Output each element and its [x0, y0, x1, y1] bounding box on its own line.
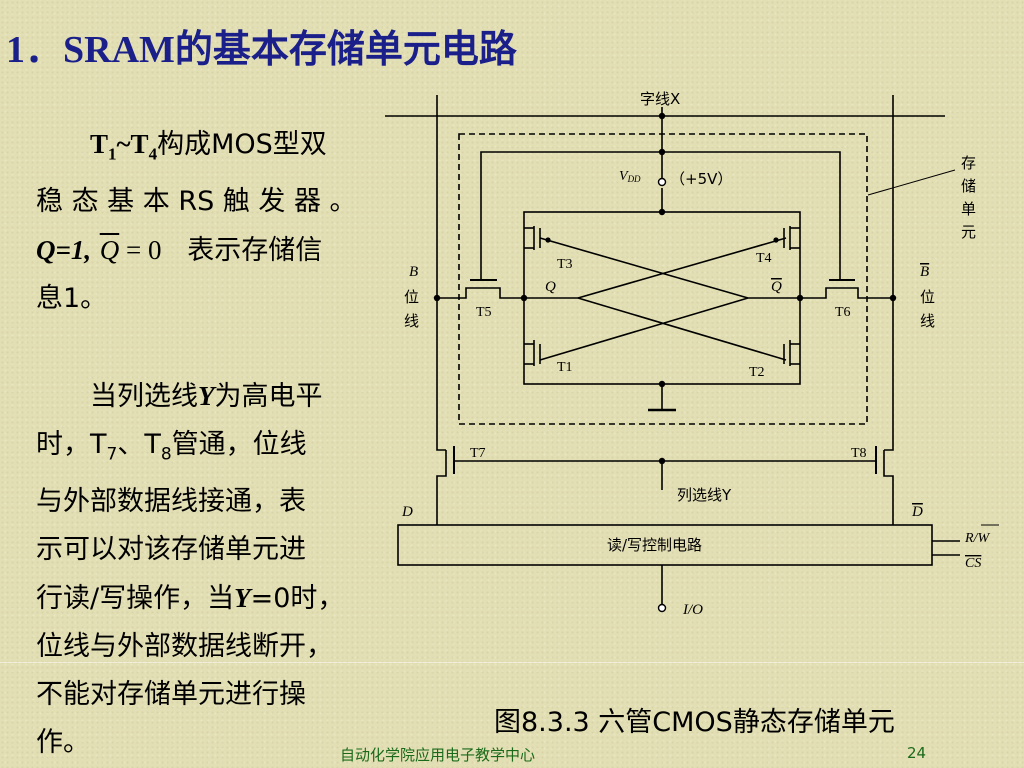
bit-line-bbar-char-2: 线 [920, 312, 935, 330]
pass-gate-wires [480, 151, 841, 279]
vdd-terminal [657, 177, 667, 187]
rw-signal-label: R/W [964, 531, 990, 546]
vdd-label: VDD [619, 169, 641, 184]
p2-line-4: 示可以对该存储单元进 [36, 534, 306, 566]
lower-divider [0, 662, 1024, 663]
storage-cell-box [458, 133, 868, 425]
t1-label: T1 [557, 360, 573, 375]
paragraph-1: T1~T4构成MOS型双 稳 态 基 本 RS 触 发 器 。 Q=1, Q =… [36, 120, 408, 323]
p2-line-6: 位线与外部数据线断开， [36, 631, 333, 663]
qbar-label: Q [771, 279, 782, 295]
page-number: 24 [907, 744, 927, 762]
bit-line-bbar [884, 95, 894, 451]
storage-cell-char-1: 存 [961, 154, 976, 172]
t8-label: T8 [851, 446, 867, 461]
p1-line-1: T1~T4构成MOS型双 [90, 129, 327, 164]
t5-label: T5 [476, 305, 492, 320]
bit-line-bbar-label: B [920, 264, 929, 280]
cross-wire-3 [539, 237, 749, 299]
storage-cell-leader [867, 169, 956, 196]
p1-line-4: 息1。 [36, 283, 108, 315]
p2-line-3: 与外部数据线接通，表 [36, 486, 306, 518]
t6-transistor [800, 287, 893, 299]
io-label: I/O [682, 602, 703, 618]
rw-block-label: 读/写控制电路 [607, 536, 702, 554]
cross-wire-4 [539, 297, 749, 361]
io-terminal [657, 603, 667, 613]
p2-line-8: 作。 [36, 727, 90, 759]
storage-cell-char-4: 元 [961, 223, 976, 241]
storage-cell-char-2: 储 [961, 177, 976, 195]
t2-label: T2 [749, 365, 765, 380]
word-line-label: 字线X [640, 90, 680, 108]
t7-label: T7 [470, 446, 486, 461]
t3-label: T3 [557, 257, 573, 272]
rw-control-block [397, 524, 933, 566]
cross-wire-2 [577, 297, 787, 361]
t4-label: T4 [756, 251, 772, 266]
vdd-value-label: （+5V） [670, 170, 732, 188]
column-select-label: 列选线Y [677, 486, 732, 504]
p2-line-7: 不能对存储单元进行操 [36, 679, 306, 711]
p2-line-1: 当列选线Y为高电平 [90, 381, 323, 412]
t7-transistor [436, 450, 447, 525]
cross-wire-1 [577, 237, 787, 299]
t5-transistor [437, 287, 524, 299]
p2-line-2: 时，T7、T8管通，位线 [36, 429, 307, 465]
p1-line-3: Q=1, Q = 0 表示存储信 [36, 235, 323, 267]
bit-line-b [436, 95, 446, 451]
slide-title: 1．SRAM的基本存储单元电路 [6, 29, 517, 71]
t8-transistor [883, 450, 894, 525]
storage-cell-char-3: 单 [961, 200, 976, 218]
q-label: Q [545, 279, 556, 295]
footer-organization: 自动化学院应用电子教学中心 [340, 746, 536, 764]
bit-line-bbar-char-1: 位 [920, 288, 935, 306]
bit-line-b-char-2: 线 [404, 312, 419, 330]
bit-line-b-label: B [409, 264, 418, 280]
bit-line-b-char-1: 位 [404, 288, 419, 306]
t6-label: T6 [835, 305, 851, 320]
d-right-label: D [911, 504, 923, 520]
cs-signal-label: CS [965, 556, 981, 571]
p1-line-2: 稳 态 基 本 RS 触 发 器 。 [36, 186, 357, 218]
paragraph-2: 当列选线Y为高电平 时，T7、T8管通，位线 与外部数据线接通，表 示可以对该存… [36, 372, 408, 767]
figure-caption: 图8.3.3 六管CMOS静态存储单元 [494, 707, 895, 738]
d-left-label: D [401, 504, 413, 520]
p2-line-5: 行读/写操作，当Y=0时， [36, 583, 345, 615]
